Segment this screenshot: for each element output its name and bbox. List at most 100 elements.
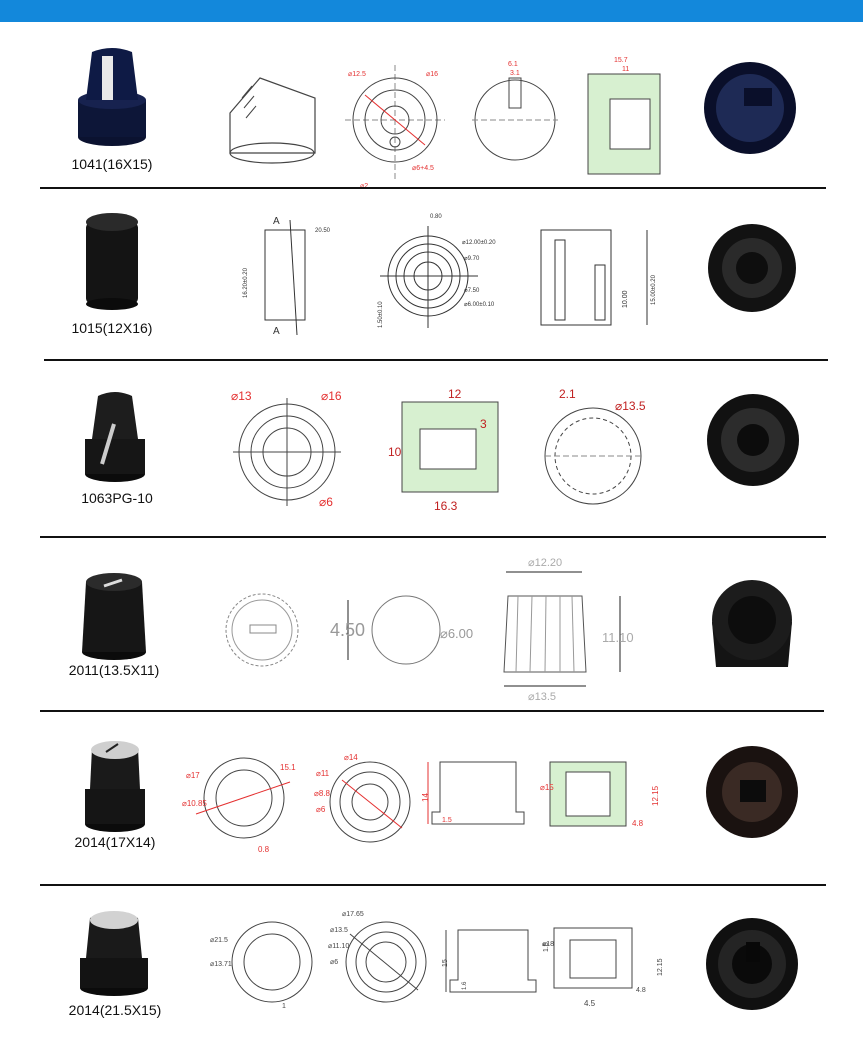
dim: ⌀18 <box>542 941 554 948</box>
drawing-2011-top <box>225 593 299 667</box>
dim: ⌀13.71 <box>210 961 232 968</box>
model-label: 2014(21.5X15) <box>68 1002 162 1018</box>
row-divider <box>40 710 824 712</box>
drawing-2014-17-top: ⌀17 ⌀10.85 15.1 0.8 <box>182 757 296 854</box>
knob-1041-photo <box>78 48 146 146</box>
dim: 10.00 <box>622 290 629 308</box>
drawing-2014-21-side: 15 1.6 <box>442 929 537 993</box>
dim: ⌀11 <box>316 769 330 778</box>
drawing-1015-profile: A A 20.50 16.20±0.20 <box>243 216 331 337</box>
dim: ⌀13 <box>231 389 252 403</box>
dim: 1 <box>282 1003 286 1010</box>
dim: 4.50 <box>330 620 365 640</box>
dim: ⌀6 <box>316 805 326 814</box>
dim: 1.6 <box>462 981 468 990</box>
dim: ⌀17 <box>186 771 200 780</box>
drawing-2011-side: ⌀12.20 11.10 ⌀13.5 <box>503 557 634 702</box>
knob-1063-photo <box>85 392 145 482</box>
knob-2014-17-bottom-photo <box>706 746 798 838</box>
drawing-2014-17-section: ⌀15 12.15 4.8 <box>540 761 660 828</box>
dim: ⌀13.5 <box>615 399 646 413</box>
dim: ⌀12.00±0.20 <box>462 240 496 246</box>
dim: 12.15 <box>651 785 660 806</box>
drawing-1063-bottom: 2.1 ⌀13.5 <box>544 387 646 505</box>
dim: 4.8 <box>636 987 646 994</box>
dim: ⌀13.5 <box>330 927 348 934</box>
dim: 11 <box>622 66 629 73</box>
dim: ⌀6 <box>330 959 338 966</box>
dim: 15 <box>442 959 449 967</box>
dim: 1.6 <box>543 942 550 952</box>
drawing-1041-top: ⌀12.5 ⌀16 ⌀6+4.5 ⌀2 <box>345 65 445 190</box>
dim: ⌀8.8 <box>314 789 330 798</box>
dim: 12 <box>448 387 462 401</box>
knob-2014-17-photo <box>85 741 145 832</box>
model-label: 1041(16X15) <box>71 156 153 172</box>
knob-1015-bottom-photo <box>708 224 796 312</box>
row-divider <box>40 884 826 886</box>
drawing-2014-17-bottom: ⌀14 ⌀11 ⌀8.8 ⌀6 <box>314 753 411 843</box>
dim: 20.50 <box>315 228 331 234</box>
drawing-2014-21-top: ⌀21.5 ⌀13.71 1 <box>210 921 313 1010</box>
model-label: 2011(13.5X11) <box>68 662 160 678</box>
dim: ⌀6.00 <box>440 626 473 641</box>
dim: A <box>273 216 280 227</box>
dim: 6.1 <box>508 61 518 68</box>
dim: 15.7 <box>614 57 628 64</box>
dim: A <box>273 326 280 337</box>
dim: 14 <box>421 793 430 802</box>
dim: ⌀2 <box>360 183 368 190</box>
model-label: 2014(17X14) <box>74 834 156 850</box>
dim: ⌀21.5 <box>210 937 228 944</box>
product-row-2011: 2011(13.5X11) 4.50 ⌀6.00 ⌀12.20 11.10 ⌀1… <box>0 542 863 710</box>
row-divider <box>40 536 826 538</box>
dim: ⌀14 <box>344 753 358 762</box>
knob-1063-bottom-photo <box>707 394 799 486</box>
dim: 10 <box>388 445 402 459</box>
dim: 15.1 <box>280 763 296 772</box>
header-accent-bar <box>0 0 863 22</box>
row-divider <box>40 187 826 189</box>
knob-2011-bottom-photo <box>712 580 792 667</box>
dim: ⌀6.00±0.10 <box>464 302 495 308</box>
knob-1015-photo <box>86 213 138 310</box>
product-row-2014-21: 2014(21.5X15) ⌀21.5 ⌀13.71 1 ⌀17.65 ⌀13.… <box>0 890 863 1060</box>
dim: 1.50±0.10 <box>378 301 384 328</box>
drawing-1041-isometric <box>229 77 316 164</box>
dim: 0.8 <box>258 845 270 854</box>
drawing-2014-21-section: 1.6 ⌀18 12.15 4.8 4.5 <box>542 927 664 1008</box>
dim: ⌀16 <box>321 389 342 403</box>
dim: ⌀16 <box>426 71 438 78</box>
knob-1041-bottom-photo <box>704 62 796 154</box>
dim: 0.80 <box>430 214 442 220</box>
dim: ⌀10.85 <box>182 799 207 808</box>
dim: 12.15 <box>657 958 664 976</box>
dim: 4.5 <box>584 999 596 1008</box>
drawing-1063-section: 12 3 10 16.3 <box>388 387 499 513</box>
product-row-1015: 1015(12X16) A A 20.50 16.20±0.20 0.80 ⌀1… <box>0 192 863 360</box>
dim: ⌀6+4.5 <box>412 165 434 172</box>
row-divider <box>44 359 828 361</box>
model-label: 1063PG-10 <box>81 490 153 506</box>
dim: ⌀12.5 <box>348 71 366 78</box>
dim: ⌀9.70 <box>464 256 480 262</box>
dim: ⌀17.65 <box>342 911 364 918</box>
product-row-1041: 1041(16X15) ⌀12.5 ⌀16 ⌀6+4.5 ⌀2 6.1 3.1 … <box>0 30 863 190</box>
model-label: 1015(12X16) <box>71 320 153 336</box>
dim: ⌀7.50 <box>464 288 480 294</box>
dim: 4.8 <box>632 819 644 828</box>
dim: 2.1 <box>559 387 576 401</box>
drawing-1015-section: 15.00±0.20 10.00 <box>540 229 657 326</box>
dim: 1.5 <box>442 817 452 824</box>
dim: 11.10 <box>602 630 634 645</box>
knob-2011-photo <box>82 573 146 660</box>
dim: 3 <box>480 417 487 431</box>
drawing-1041-side: 6.1 3.1 <box>472 61 558 161</box>
dim: ⌀11.10 <box>328 943 349 950</box>
drawing-1041-section: 15.7 11 <box>587 57 661 175</box>
dim: 16.20±0.20 <box>243 267 249 298</box>
drawing-2014-17-side: 14 1.5 <box>421 761 525 825</box>
drawing-2014-21-bottom: ⌀17.65 ⌀13.5 ⌀11.10 ⌀6 <box>328 911 427 1003</box>
dim: 3.1 <box>510 70 520 77</box>
dim: ⌀6 <box>319 495 333 509</box>
